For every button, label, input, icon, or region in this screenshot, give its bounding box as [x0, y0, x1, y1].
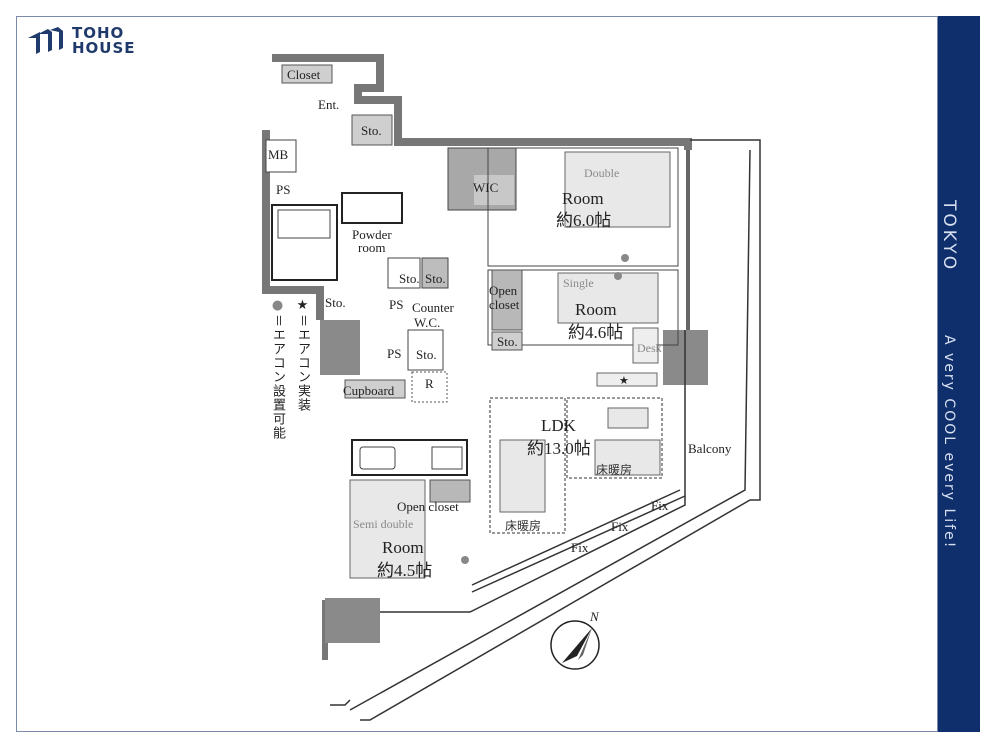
label-refrigerator: R	[425, 376, 434, 391]
room-2-size: 約4.6帖	[568, 323, 624, 342]
label-open-closet-mid-1: Open	[489, 283, 518, 298]
room-4-size: 約4.5帖	[377, 561, 433, 580]
svg-text:★: ★	[619, 375, 629, 387]
label-fix-2: Fix	[611, 519, 629, 534]
ac-possible-dot-icon: ●	[270, 298, 285, 314]
logo-mark-icon	[28, 27, 63, 54]
label-closet: Closet	[287, 67, 321, 82]
page-frame	[16, 16, 938, 732]
label-fix-1: Fix	[651, 498, 669, 513]
label-floor-heating-1: 床暖房	[596, 463, 633, 477]
label-cupboard: Cupboard	[343, 383, 395, 398]
label-balcony: Balcony	[688, 441, 732, 456]
ac-installed-star-icon: ★	[295, 298, 310, 314]
legend-dot-entry: ●＝エアコン設置可能	[268, 298, 287, 440]
label-ps-mid: PS	[389, 297, 404, 312]
label-sto-bath: Sto.	[325, 295, 346, 310]
room-ldk-name: LDK	[541, 416, 576, 435]
room-2-name: Room	[575, 300, 617, 319]
room-4-bed: Semi double	[353, 517, 414, 531]
label-north: N	[590, 609, 599, 624]
logo-line-2: HOUSE	[72, 39, 136, 57]
label-ps-low: PS	[387, 346, 402, 361]
legend-star-text: ＝エアコン実装	[295, 314, 310, 413]
label-sto-wc: Sto.	[416, 347, 437, 362]
label-counter: Counter	[412, 300, 454, 315]
label-sto-entry: Sto.	[361, 123, 382, 138]
legend-dot-text: ＝エアコン設置可能	[270, 314, 285, 441]
room-ldk-size: 約13.0帖	[527, 439, 591, 458]
label-wic: WIC	[473, 180, 499, 195]
logo-line-1: TOHO	[72, 24, 125, 42]
side-band	[938, 16, 980, 732]
label-fix-3: Fix	[571, 540, 589, 555]
room-4-name: Room	[382, 538, 424, 557]
toho-house-logo: TOHO HOUSE	[26, 26, 136, 56]
legend-star-entry: ★＝エアコン実装	[293, 298, 312, 440]
label-sto-a: Sto.	[399, 271, 420, 286]
label-entrance: Ent.	[318, 97, 340, 112]
label-ps-top: PS	[276, 182, 291, 197]
label-floor-heating-2: 床暖房	[505, 519, 542, 533]
label-desk: Desk	[637, 341, 662, 355]
label-mb: MB	[268, 147, 289, 162]
label-sto-mid: Sto.	[497, 334, 518, 349]
label-open-closet-mid-2: closet	[489, 297, 520, 312]
label-powder-room-1: Powder	[352, 227, 392, 242]
ac-legend: ●＝エアコン設置可能 ★＝エアコン実装	[268, 298, 312, 440]
room-1-name: Room	[562, 189, 604, 208]
room-1-bed: Double	[584, 166, 620, 180]
label-powder-room-2: room	[358, 240, 386, 255]
room-2-bed: Single	[563, 276, 594, 290]
label-sto-b: Sto.	[425, 271, 446, 286]
room-1-size: 約6.0帖	[556, 211, 612, 230]
label-open-closet-low: Open closet	[397, 499, 459, 514]
label-wc: W.C.	[414, 315, 441, 330]
north-compass-icon	[550, 620, 600, 670]
